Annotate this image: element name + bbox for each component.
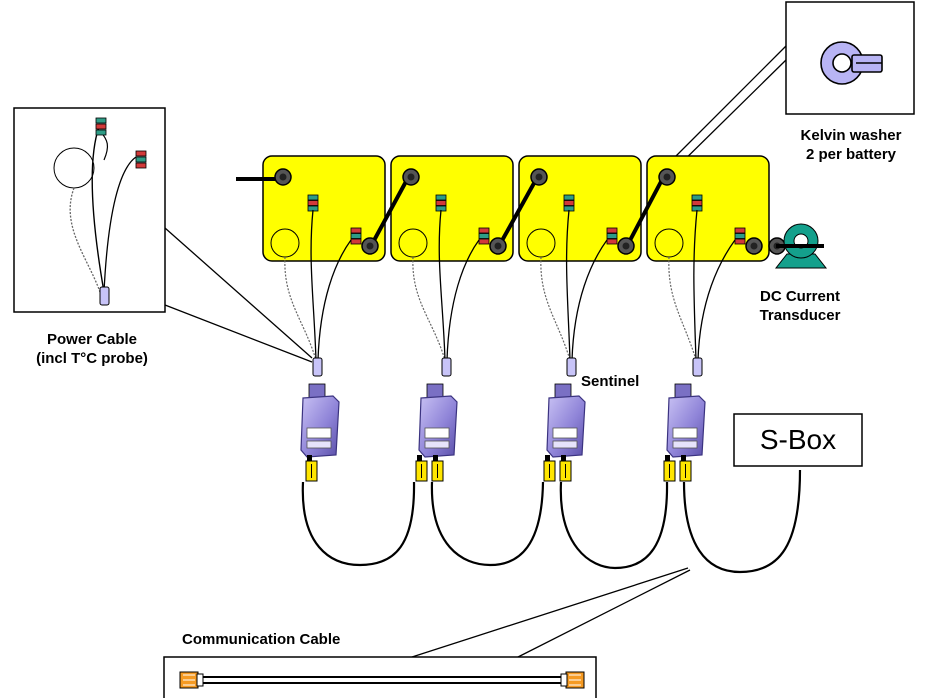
terminal-plug-icon	[350, 227, 362, 245]
sentinel-modules	[300, 383, 706, 482]
s-box-label: S-Box	[760, 424, 836, 455]
battery-icon	[646, 155, 770, 262]
current-transducer-icon	[774, 223, 828, 269]
sense-cables	[284, 209, 736, 377]
terminal-icon	[530, 168, 548, 186]
sentinel-label: Sentinel	[581, 372, 639, 391]
rj-connector-icon	[663, 455, 676, 482]
probe-plug-icon	[441, 357, 452, 377]
rj-connector-icon	[559, 455, 572, 482]
dc-current-transducer-label-line2: Transducer	[759, 307, 841, 325]
kelvin-washer-label-line2: 2 per battery	[805, 146, 897, 164]
s-box-icon: S-Box	[733, 413, 863, 467]
rj-connector-icon	[305, 455, 318, 482]
terminal-plug-icon	[606, 227, 618, 245]
terminal-plug-icon	[435, 194, 447, 212]
rj-connector-icon	[415, 455, 428, 482]
communication-cable-label: Communication Cable	[182, 630, 340, 649]
rj-connector-icon	[431, 455, 444, 482]
terminal-icon	[617, 237, 635, 255]
comm-cable-callout	[163, 567, 691, 698]
communication-chain	[301, 469, 802, 574]
terminal-plug-icon	[135, 150, 147, 169]
sentinel-module-icon	[543, 383, 586, 482]
kelvin-washer-icon	[820, 41, 883, 85]
battery-bank	[262, 155, 770, 262]
terminal-icon	[402, 168, 420, 186]
power-pointer-lines	[164, 227, 313, 363]
power-cable-label-line2: (incl T°C probe)	[36, 350, 148, 368]
rj-connector-icon	[179, 671, 204, 689]
rj-connector-icon	[543, 455, 556, 482]
terminal-icon	[274, 168, 292, 186]
sentinel-module-icon	[663, 383, 706, 482]
dc-current-transducer-label-line1: DC Current	[759, 288, 840, 305]
probe-plug-icon	[312, 357, 323, 377]
probe-plug-icon	[566, 357, 577, 377]
terminal-plug-icon	[307, 194, 319, 212]
sentinel-label-text: Sentinel	[581, 373, 640, 390]
sentinel-module-icon	[300, 383, 340, 482]
terminal-icon	[658, 168, 676, 186]
terminal-icon	[745, 237, 763, 255]
terminal-plug-icon	[563, 194, 575, 212]
probe-plug-icon	[692, 357, 703, 377]
terminal-icon	[361, 237, 379, 255]
dc-current-transducer-label: DC Current Transducer	[740, 287, 860, 325]
terminal-plug-icon	[95, 117, 107, 136]
kelvin-washer-callout	[785, 1, 915, 115]
battery-icon	[390, 155, 514, 262]
power-cable-label: Power Cable (incl T°C probe)	[12, 330, 172, 368]
terminal-plug-icon	[478, 227, 490, 245]
rj-connector-icon	[560, 671, 585, 689]
power-cable-label-line1: Power Cable	[46, 331, 138, 348]
rj-connector-icon	[679, 455, 692, 482]
terminal-plug-icon	[734, 227, 746, 245]
kelvin-washer-label-line1: Kelvin washer	[800, 127, 902, 144]
power-cable-callout	[13, 107, 166, 313]
terminal-icon	[489, 237, 507, 255]
sentinel-module-icon	[415, 383, 458, 482]
terminal-plug-icon	[691, 194, 703, 212]
communication-cable-label-text: Communication Cable	[182, 631, 341, 648]
kelvin-washer-label: Kelvin washer 2 per battery	[778, 126, 924, 164]
